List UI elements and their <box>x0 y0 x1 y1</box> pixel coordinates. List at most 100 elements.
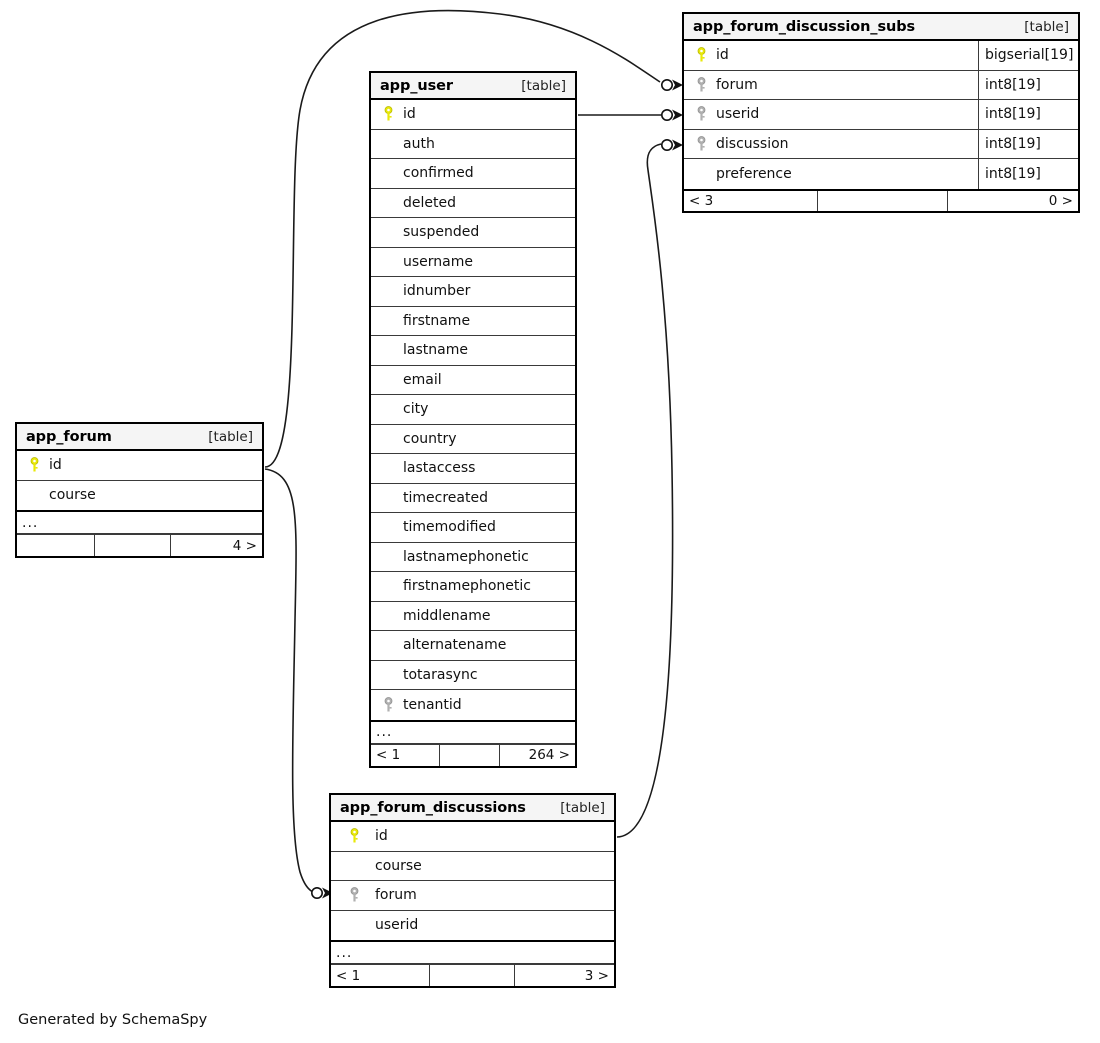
column-name: firstname <box>403 312 471 329</box>
table-row[interactable]: lastaccess <box>371 454 575 484</box>
table-row[interactable]: course <box>331 852 614 881</box>
footer-parents-count[interactable]: < 3 <box>684 190 818 211</box>
table-row[interactable]: discussion int8[19] <box>684 129 1078 159</box>
edge-endpoint-zero <box>660 139 673 152</box>
more-columns-indicator: ... <box>371 719 575 744</box>
column-cell: course <box>17 481 262 511</box>
table-row[interactable]: country <box>371 425 575 454</box>
table-row[interactable]: timecreated <box>371 484 575 513</box>
table-header: app_user [table] <box>371 73 575 100</box>
footer-children-count[interactable]: 0 > <box>1048 192 1073 209</box>
column-cell: idnumber <box>371 277 575 306</box>
table-row[interactable]: alternatename <box>371 631 575 661</box>
edge-endpoint-zero <box>660 109 673 122</box>
table-app_forum[interactable]: app_forum [table] id course ... 4 > <box>15 422 264 558</box>
column-name: tenantid <box>403 696 462 713</box>
table-type-tag: [table] <box>521 77 566 94</box>
table-row[interactable]: confirmed <box>371 159 575 189</box>
table-name: app_user <box>380 77 453 94</box>
column-name: country <box>403 430 457 447</box>
table-row[interactable]: forum int8[19] <box>684 70 1078 100</box>
column-datatype: int8[19] <box>978 129 1078 158</box>
column-cell: course <box>331 852 614 881</box>
table-app_user[interactable]: app_user [table] id auth confirmed <box>369 71 577 768</box>
table-app_forum_discussion_subs[interactable]: app_forum_discussion_subs [table] id big… <box>682 12 1080 213</box>
table-row[interactable]: userid int8[19] <box>684 100 1078 130</box>
column-name: firstnamephonetic <box>403 578 531 595</box>
table-columns: id auth confirmed deleted suspen <box>371 100 575 720</box>
table-row[interactable]: id <box>17 451 262 481</box>
column-name: city <box>403 401 429 418</box>
table-row[interactable]: id <box>331 822 614 852</box>
footer-parents-count[interactable]: < 1 <box>331 965 431 986</box>
column-name: forum <box>375 887 417 904</box>
table-row[interactable]: firstname <box>371 307 575 336</box>
column-name: idnumber <box>403 283 471 300</box>
column-name: middlename <box>403 607 491 624</box>
table-row[interactable]: tenantid <box>371 690 575 720</box>
column-name: confirmed <box>403 165 474 182</box>
column-name: deleted <box>403 194 456 211</box>
table-name: app_forum <box>26 428 112 445</box>
column-name: email <box>403 371 442 388</box>
more-columns-indicator: ... <box>17 510 262 534</box>
table-type-tag: [table] <box>1024 18 1069 35</box>
column-name: suspended <box>403 224 480 241</box>
footer-children-count[interactable]: 264 > <box>528 747 570 763</box>
column-cell: city <box>371 395 575 424</box>
table-row[interactable]: timemodified <box>371 513 575 543</box>
table-row[interactable]: middlename <box>371 602 575 631</box>
table-row[interactable]: forum <box>331 881 614 911</box>
table-row[interactable]: username <box>371 248 575 277</box>
column-cell: timemodified <box>371 513 575 542</box>
table-row[interactable]: suspended <box>371 218 575 248</box>
table-row[interactable]: id <box>371 100 575 130</box>
footer-middle <box>430 965 515 986</box>
column-cell: userid <box>684 100 978 129</box>
column-name: userid <box>716 106 760 123</box>
column-datatype: int8[19] <box>978 100 1078 129</box>
table-type-tag: [table] <box>560 799 605 816</box>
column-datatype: int8[19] <box>978 159 1078 189</box>
table-row[interactable]: firstnamephonetic <box>371 572 575 602</box>
table-row[interactable]: email <box>371 366 575 395</box>
foreign-key-icon <box>379 696 397 713</box>
column-cell: preference <box>684 159 978 189</box>
column-cell: username <box>371 248 575 277</box>
column-name: discussion <box>716 135 789 152</box>
table-row[interactable]: auth <box>371 130 575 159</box>
primary-key-icon <box>343 828 365 844</box>
column-name: userid <box>375 917 419 934</box>
footer-parents-count[interactable]: < 1 <box>371 744 441 766</box>
edge-app_forum-to-discussions-forum <box>264 468 317 894</box>
column-name: lastaccess <box>403 460 476 477</box>
table-columns: id course <box>17 451 262 510</box>
edge-endpoint-zero <box>310 886 323 899</box>
footer-parents-count[interactable] <box>17 535 96 556</box>
footer-middle <box>95 535 172 556</box>
primary-key-icon <box>25 457 43 473</box>
column-cell: deleted <box>371 189 575 218</box>
table-name: app_forum_discussion_subs <box>693 18 916 35</box>
table-row[interactable]: city <box>371 395 575 425</box>
table-row[interactable]: lastname <box>371 336 575 366</box>
table-row[interactable]: userid <box>331 911 614 941</box>
column-datatype: bigserial[19] <box>978 41 1078 70</box>
table-row[interactable]: deleted <box>371 189 575 218</box>
column-cell: country <box>371 425 575 454</box>
table-row[interactable]: lastnamephonetic <box>371 543 575 572</box>
table-app_forum_discussions[interactable]: app_forum_discussions [table] id course … <box>329 793 616 988</box>
table-footer: < 3 0 > <box>684 188 1078 211</box>
table-row[interactable]: course <box>17 481 262 511</box>
column-cell: id <box>331 822 614 851</box>
table-type-tag: [table] <box>208 428 253 445</box>
footer-children-count[interactable]: 3 > <box>584 967 609 984</box>
footer-children-count[interactable]: 4 > <box>232 537 257 554</box>
footer-middle <box>818 190 948 211</box>
table-row[interactable]: id bigserial[19] <box>684 41 1078 71</box>
column-cell: auth <box>371 130 575 159</box>
primary-key-icon <box>379 106 397 122</box>
table-row[interactable]: preference int8[19] <box>684 159 1078 189</box>
table-row[interactable]: totarasync <box>371 661 575 690</box>
table-row[interactable]: idnumber <box>371 277 575 307</box>
